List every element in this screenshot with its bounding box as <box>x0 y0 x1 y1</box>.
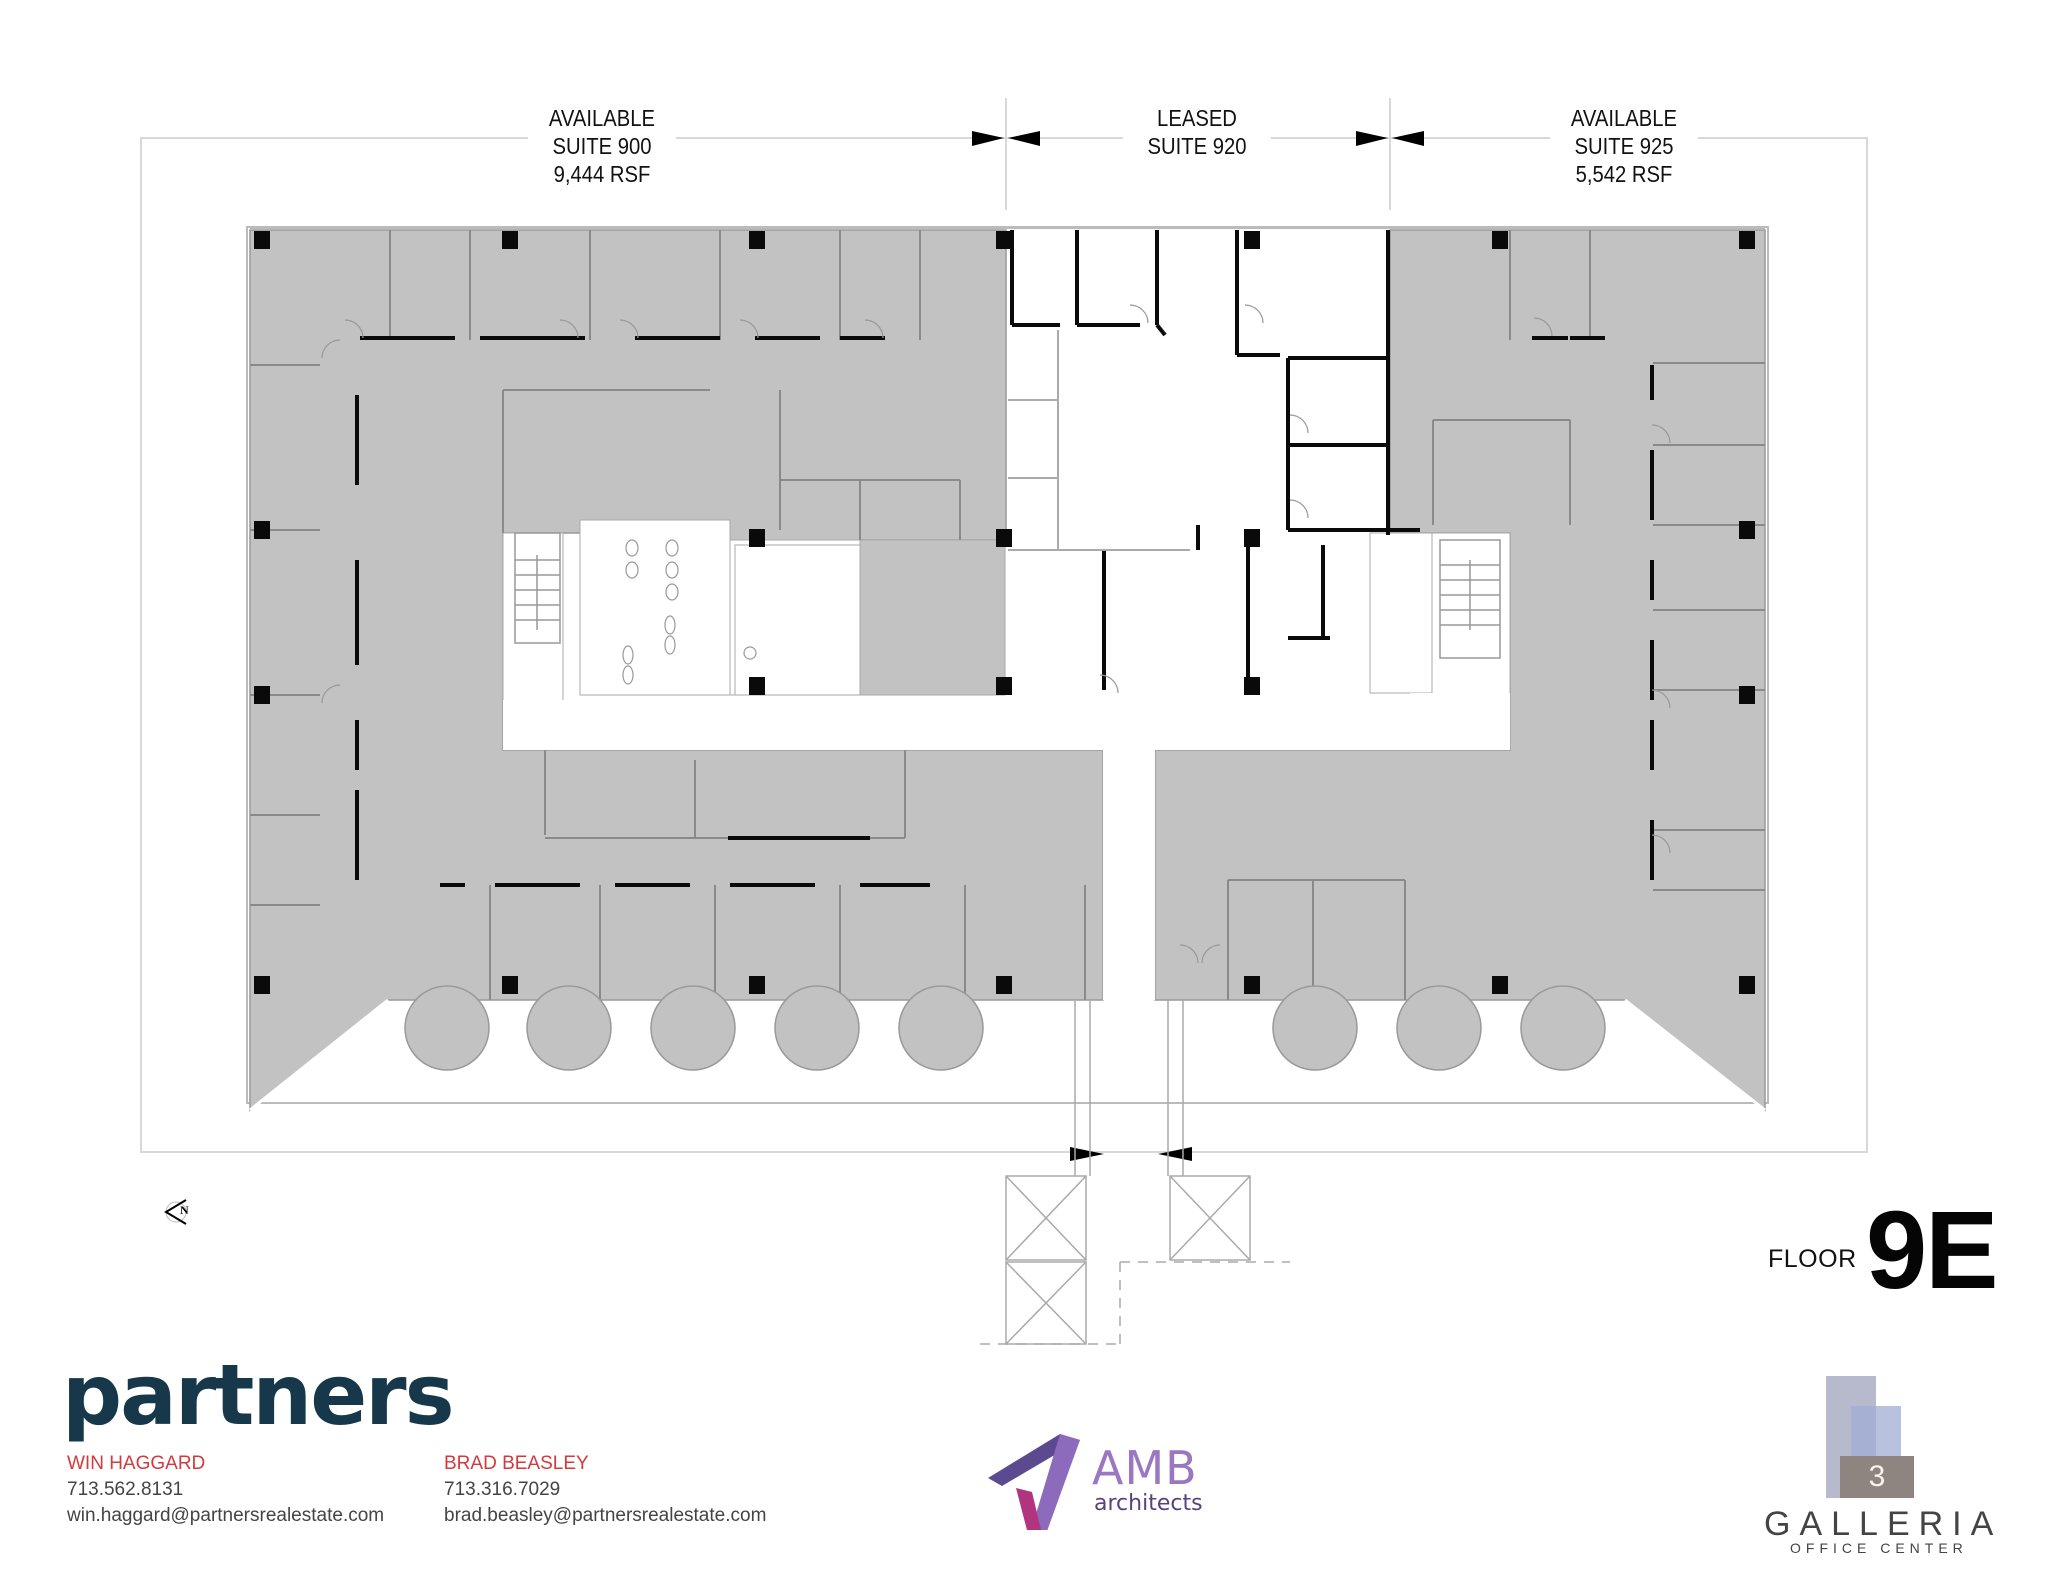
stair-east <box>1439 539 1501 659</box>
contact-win-haggard: WIN HAGGARD 713.562.8131 win.haggard@par… <box>67 1451 384 1529</box>
suite-925-area: 5,542 RSF <box>1575 161 1673 187</box>
amb-logo-title: AMB <box>1092 1441 1198 1495</box>
elevator-core <box>980 1000 1290 1345</box>
suite-925-number: SUITE 925 <box>1574 133 1674 159</box>
floor-number: 9E <box>1866 1189 1999 1312</box>
floor-label: FLOOR <box>1768 1245 1857 1273</box>
suite-900-storefront-walls <box>355 336 930 887</box>
suite-900-status: AVAILABLE <box>548 105 656 131</box>
suite-920-label: LEASED SUITE 920 <box>1123 104 1271 160</box>
amb-logo-mark-icon <box>988 1434 1080 1530</box>
contact-phone: 713.562.8131 <box>67 1479 184 1500</box>
contact-email[interactable]: win.haggard@partnersrealestate.com <box>67 1505 385 1526</box>
suite-920-status: LEASED <box>1157 105 1237 131</box>
suite-920-number: SUITE 920 <box>1147 133 1247 159</box>
bay-windows <box>404 985 1606 1071</box>
partners-logo: partners <box>62 1346 455 1444</box>
galleria-logo-number: 3 <box>1840 1456 1914 1498</box>
suite-925-storefront-walls <box>1532 336 1654 880</box>
galleria-logo-title: GALLERIA <box>1764 1505 2003 1543</box>
restroom-fixtures <box>622 539 757 685</box>
suite-900-label: AVAILABLE SUITE 900 9,444 RSF <box>528 104 676 188</box>
suite-900-number: SUITE 900 <box>552 133 652 159</box>
contact-brad-beasley: BRAD BEASLEY 713.316.7029 brad.beasley@p… <box>444 1451 766 1529</box>
amb-logo-subtitle: architects <box>1094 1491 1203 1516</box>
suite-900-area: 9,444 RSF <box>553 161 651 187</box>
north-arrow-label: N <box>180 1203 189 1217</box>
suite-900-walls <box>249 230 1086 1112</box>
contact-phone: 713.316.7029 <box>444 1479 561 1500</box>
door-swings <box>321 304 1671 964</box>
suite-925-walls <box>1227 230 1766 1112</box>
suite-920-walls <box>1010 230 1420 690</box>
contact-name: WIN HAGGARD <box>67 1453 206 1474</box>
galleria-logo-subtitle: OFFICE CENTER <box>1790 1540 1968 1556</box>
contact-name: BRAD BEASLEY <box>444 1453 589 1474</box>
suite-925-label: AVAILABLE SUITE 925 5,542 RSF <box>1550 104 1698 188</box>
north-arrow-icon <box>164 1199 187 1225</box>
stair-west <box>514 532 561 644</box>
suite-925-status: AVAILABLE <box>1570 105 1678 131</box>
contact-email[interactable]: brad.beasley@partnersrealestate.com <box>444 1505 767 1526</box>
